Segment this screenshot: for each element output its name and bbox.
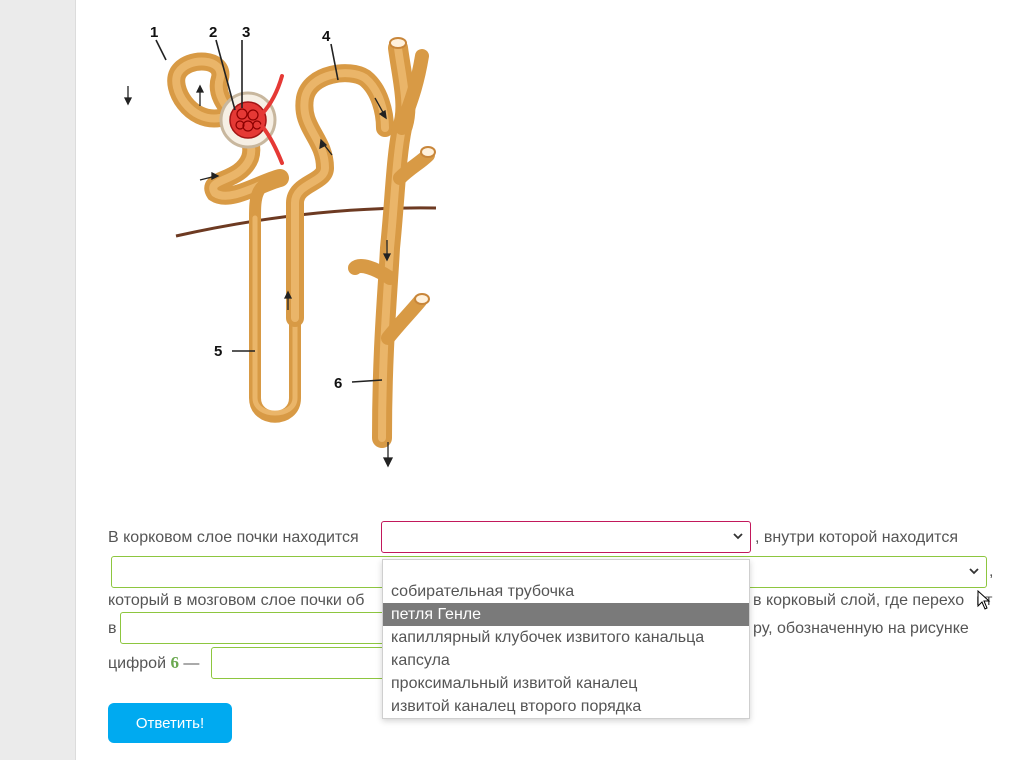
- label-3: 3: [242, 24, 250, 41]
- dropdown-option[interactable]: собирательная трубочка: [391, 583, 575, 600]
- label-6: 6: [334, 375, 342, 392]
- dropdown-option[interactable]: капиллярный клубочек извитого канальца: [391, 629, 705, 646]
- submit-button[interactable]: Ответить!: [108, 703, 232, 743]
- label-4: 4: [322, 28, 331, 45]
- select-dropdown-list: собирательная трубочка петля Генле капил…: [382, 559, 750, 719]
- dropdown-option[interactable]: проксимальный извитой каналец: [391, 675, 638, 692]
- question-text-line5: цифрой 6 —: [108, 653, 199, 673]
- question-text-line3-right: в корковый слой, где перехоит: [753, 592, 992, 609]
- dropdown-option[interactable]: извитой каналец второго порядка: [391, 698, 642, 715]
- nephron-illustration: 1 2 3 4 5 6: [123, 24, 437, 468]
- chevron-down-icon: [733, 533, 743, 540]
- question-text-line4-suffix: ру, обозначенную на рисунке: [753, 620, 969, 637]
- question-text-line1-suffix: , внутри которой находится: [755, 529, 958, 546]
- line5-prefix: цифрой: [108, 655, 166, 672]
- cortex-medulla-boundary: [175, 206, 437, 238]
- answer-select-1[interactable]: [381, 521, 751, 553]
- glomerulus: [229, 101, 267, 139]
- mouse-cursor-icon: [977, 590, 991, 610]
- answer-select-3[interactable]: [120, 612, 420, 644]
- label-5: 5: [214, 343, 222, 360]
- question-text-line3-left: который в мозговом слое почки об: [108, 592, 365, 609]
- left-margin-panel: [0, 0, 76, 760]
- chevron-down-icon: [969, 568, 979, 575]
- dropdown-option[interactable]: капсула: [391, 652, 450, 669]
- label-1: 1: [150, 24, 158, 41]
- line5-dash: —: [183, 655, 200, 672]
- nephron-diagram: 1 2 3 4 5 6: [110, 18, 450, 478]
- question-text-line4-prefix: в: [108, 620, 117, 637]
- answer-select-4[interactable]: [211, 647, 411, 679]
- label-2: 2: [209, 24, 217, 41]
- figure-number-6: 6: [170, 653, 179, 672]
- question-text-line2-suffix: ,: [989, 563, 994, 580]
- question-text-line1-prefix: В корковом слое почки находится: [108, 529, 359, 546]
- dropdown-option-highlighted[interactable]: петля Генле: [383, 603, 749, 626]
